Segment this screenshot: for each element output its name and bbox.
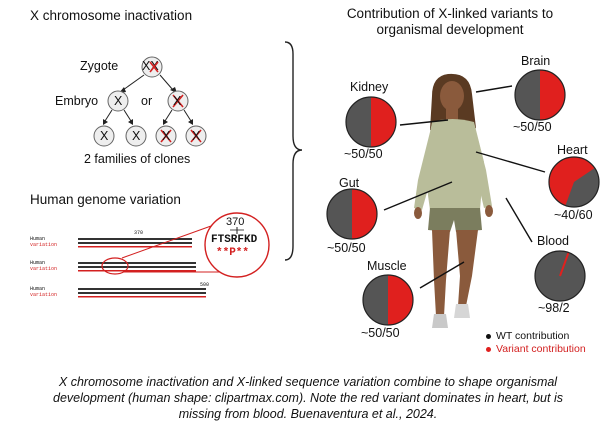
- legend-wt: WT contribution: [486, 330, 569, 342]
- legend-variant-label: Variant contribution: [496, 343, 586, 355]
- organ-label-muscle: Muscle: [367, 259, 407, 273]
- clone-glyph-1: X: [100, 129, 109, 143]
- organ-label-heart: Heart: [557, 143, 588, 157]
- legend-wt-label: WT contribution: [496, 330, 570, 342]
- highlight-circle: [101, 257, 129, 275]
- zoom-sequence: FTSRFKD: [211, 234, 258, 246]
- pie-kidney: [345, 96, 397, 148]
- organ-ratio-blood: ~98/2: [538, 301, 570, 315]
- pie-blood: [534, 250, 586, 302]
- pie-brain: [514, 69, 566, 121]
- pie-variant-slice-kidney: [371, 97, 396, 147]
- clone-glyph-4: X: [192, 129, 201, 143]
- figure-caption: X chromosome inactivation and X-linked s…: [53, 375, 563, 421]
- legend-variant: Variant contribution: [486, 343, 586, 355]
- organ-label-kidney: Kidney: [350, 80, 389, 94]
- organ-ratio-muscle: ~50/50: [361, 326, 400, 340]
- row-label-variation-3: variation: [30, 292, 58, 298]
- organ-label-blood: Blood: [537, 234, 569, 248]
- embryo-label: Embryo: [55, 94, 99, 108]
- row-label-human-2: Human: [30, 260, 46, 266]
- zoom-circle: [204, 212, 270, 278]
- embryo-left-glyph: X: [114, 94, 123, 108]
- zoom-position: 370: [226, 216, 245, 228]
- position-marker-2: 500: [200, 282, 210, 288]
- zoom-markers: **P**: [216, 247, 250, 259]
- contribution-title: Contribution of X-linked variants to org…: [346, 6, 554, 37]
- organ-ratio-heart: ~40/60: [554, 208, 593, 222]
- organ-ratio-kidney: ~50/50: [344, 147, 383, 161]
- inactivation-title: X chromosome inactivation: [30, 8, 193, 23]
- row-label-variation-1: variation: [30, 242, 58, 248]
- embryo-cell-left: [107, 90, 129, 112]
- pie-variant-slice-muscle: [388, 275, 413, 325]
- embryo-right-glyph: X: [173, 94, 182, 108]
- clone-glyph-3: X: [162, 129, 171, 143]
- legend-variant-dot-icon: [486, 346, 491, 352]
- curly-brace: [284, 41, 303, 261]
- pie-variant-slice-blood: [559, 252, 570, 277]
- pie-variant-slice-gut: [352, 189, 377, 239]
- pie-heart: [548, 156, 600, 208]
- clones-label: 2 families of clones: [84, 152, 191, 166]
- organ-ratio-brain: ~50/50: [513, 120, 552, 134]
- organ-label-gut: Gut: [339, 176, 360, 190]
- cell-tree: [93, 56, 207, 147]
- row-label-human-1: Human: [30, 236, 46, 242]
- pie-muscle: [362, 274, 414, 326]
- legend-wt-dot-icon: [486, 333, 491, 339]
- organ-label-brain: Brain: [521, 54, 551, 68]
- clone-cell-2: [125, 125, 147, 147]
- clone-cell-1: [93, 125, 115, 147]
- zygote-cross-icon: [149, 61, 159, 73]
- position-marker-1: 370: [134, 230, 144, 236]
- pie-gut: [326, 188, 378, 240]
- zygote-glyph: XX: [142, 59, 159, 73]
- variation-title: Human genome variation: [30, 192, 181, 207]
- clone-glyph-2: X: [132, 129, 141, 143]
- row-label-variation-2: variation: [30, 266, 58, 272]
- organ-ratio-gut: ~50/50: [327, 241, 366, 255]
- row-label-human-3: Human: [30, 286, 46, 292]
- or-label: or: [141, 94, 153, 108]
- zygote-label: Zygote: [80, 59, 119, 73]
- pie-variant-slice-heart: [549, 156, 595, 206]
- pie-variant-slice-brain: [540, 70, 565, 120]
- sequence-alignment: Human variation Human variation Human va…: [30, 212, 272, 312]
